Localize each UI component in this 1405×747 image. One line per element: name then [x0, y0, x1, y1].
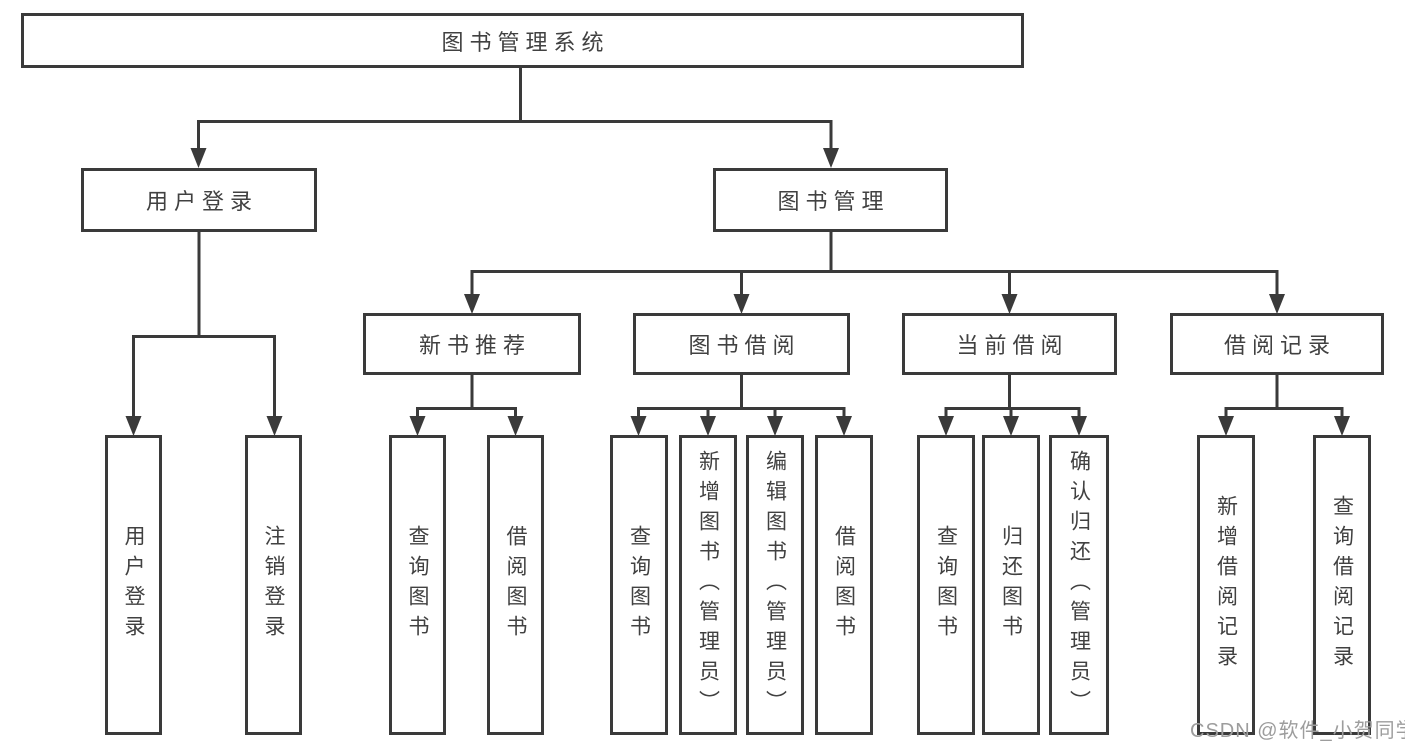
- leaf-add-borrow-record: 新增借阅记录: [1197, 435, 1255, 735]
- arrow-down-icon: [836, 416, 852, 436]
- node-borrow-records: 借阅记录: [1170, 313, 1384, 375]
- connector-root: [197, 68, 833, 150]
- node-current-borrow: 当前借阅: [902, 313, 1117, 375]
- node-label: 新书推荐: [418, 333, 531, 358]
- node-new-book-recommend: 新书推荐: [363, 313, 581, 375]
- arrow-down-icon: [190, 148, 207, 168]
- arrow-down-icon: [266, 416, 283, 436]
- node-label: 用户登录: [145, 189, 258, 214]
- node-label: 查询借阅记录: [1330, 495, 1354, 675]
- node-label: 新增图书（管理员）: [696, 450, 720, 720]
- node-label: 编辑图书（管理员）: [763, 450, 787, 720]
- leaf-borrow-books-recommend: 借阅图书: [487, 435, 544, 735]
- arrow-down-icon: [1003, 416, 1019, 436]
- node-label: 查询图书: [406, 525, 429, 645]
- leaf-query-books-borrow: 查询图书: [610, 435, 668, 735]
- connector-new-book-group: [416, 375, 517, 418]
- leaf-query-borrow-record: 查询借阅记录: [1313, 435, 1371, 735]
- node-label: 借阅记录: [1223, 333, 1336, 358]
- node-label: 图书管理: [777, 189, 890, 214]
- node-book-management: 图书管理: [713, 168, 948, 232]
- node-label: 注销登录: [262, 525, 285, 645]
- node-root: 图书管理系统: [21, 13, 1024, 68]
- node-label: 当前借阅: [956, 333, 1069, 358]
- leaf-query-books-recommend: 查询图书: [389, 435, 446, 735]
- leaf-user-login: 用户登录: [105, 435, 162, 735]
- arrow-down-icon: [938, 416, 954, 436]
- arrow-down-icon: [1269, 294, 1285, 314]
- arrow-down-icon: [507, 416, 524, 436]
- arrow-down-icon: [125, 416, 142, 436]
- watermark-text: CSDN @软件_小贺同学: [1190, 720, 1405, 742]
- leaf-borrow-books: 借阅图书: [815, 435, 873, 735]
- node-label: 确认归还（管理员）: [1067, 450, 1091, 720]
- node-label: 借阅图书: [504, 525, 527, 645]
- connector-book-management-group: [470, 232, 1279, 296]
- node-label: 查询图书: [934, 525, 958, 645]
- leaf-return-books: 归还图书: [982, 435, 1040, 735]
- arrow-down-icon: [700, 416, 716, 436]
- connector-current-borrow-group: [944, 375, 1081, 418]
- leaf-query-books-current: 查询图书: [917, 435, 975, 735]
- node-label: 借阅图书: [832, 525, 856, 645]
- node-label: 查询图书: [627, 525, 651, 645]
- arrow-down-icon: [630, 416, 647, 436]
- connector-book-borrow-group: [637, 375, 846, 418]
- leaf-confirm-return-admin: 确认归还（管理员）: [1049, 435, 1109, 735]
- leaf-add-books-admin: 新增图书（管理员）: [679, 435, 737, 735]
- node-label: 新增借阅记录: [1214, 495, 1238, 675]
- node-user-login: 用户登录: [81, 168, 317, 232]
- node-label: 图书管理系统: [441, 29, 610, 55]
- arrow-down-icon: [1218, 416, 1234, 436]
- arrow-down-icon: [767, 416, 783, 436]
- node-label: 图书借阅: [688, 333, 801, 358]
- connector-user-login-group: [132, 232, 276, 417]
- arrow-down-icon: [464, 294, 480, 314]
- arrow-down-icon: [1001, 294, 1018, 314]
- arrow-down-icon: [1071, 416, 1087, 436]
- node-label: 用户登录: [122, 525, 145, 645]
- node-label: 归还图书: [999, 525, 1023, 645]
- arrow-down-icon: [733, 294, 750, 314]
- arrow-down-icon: [1334, 416, 1350, 436]
- leaf-edit-books-admin: 编辑图书（管理员）: [746, 435, 804, 735]
- arrow-down-icon: [823, 148, 839, 168]
- connector-borrow-records-group: [1224, 375, 1344, 418]
- node-book-borrow: 图书借阅: [633, 313, 850, 375]
- arrow-down-icon: [409, 416, 426, 436]
- leaf-logout: 注销登录: [245, 435, 302, 735]
